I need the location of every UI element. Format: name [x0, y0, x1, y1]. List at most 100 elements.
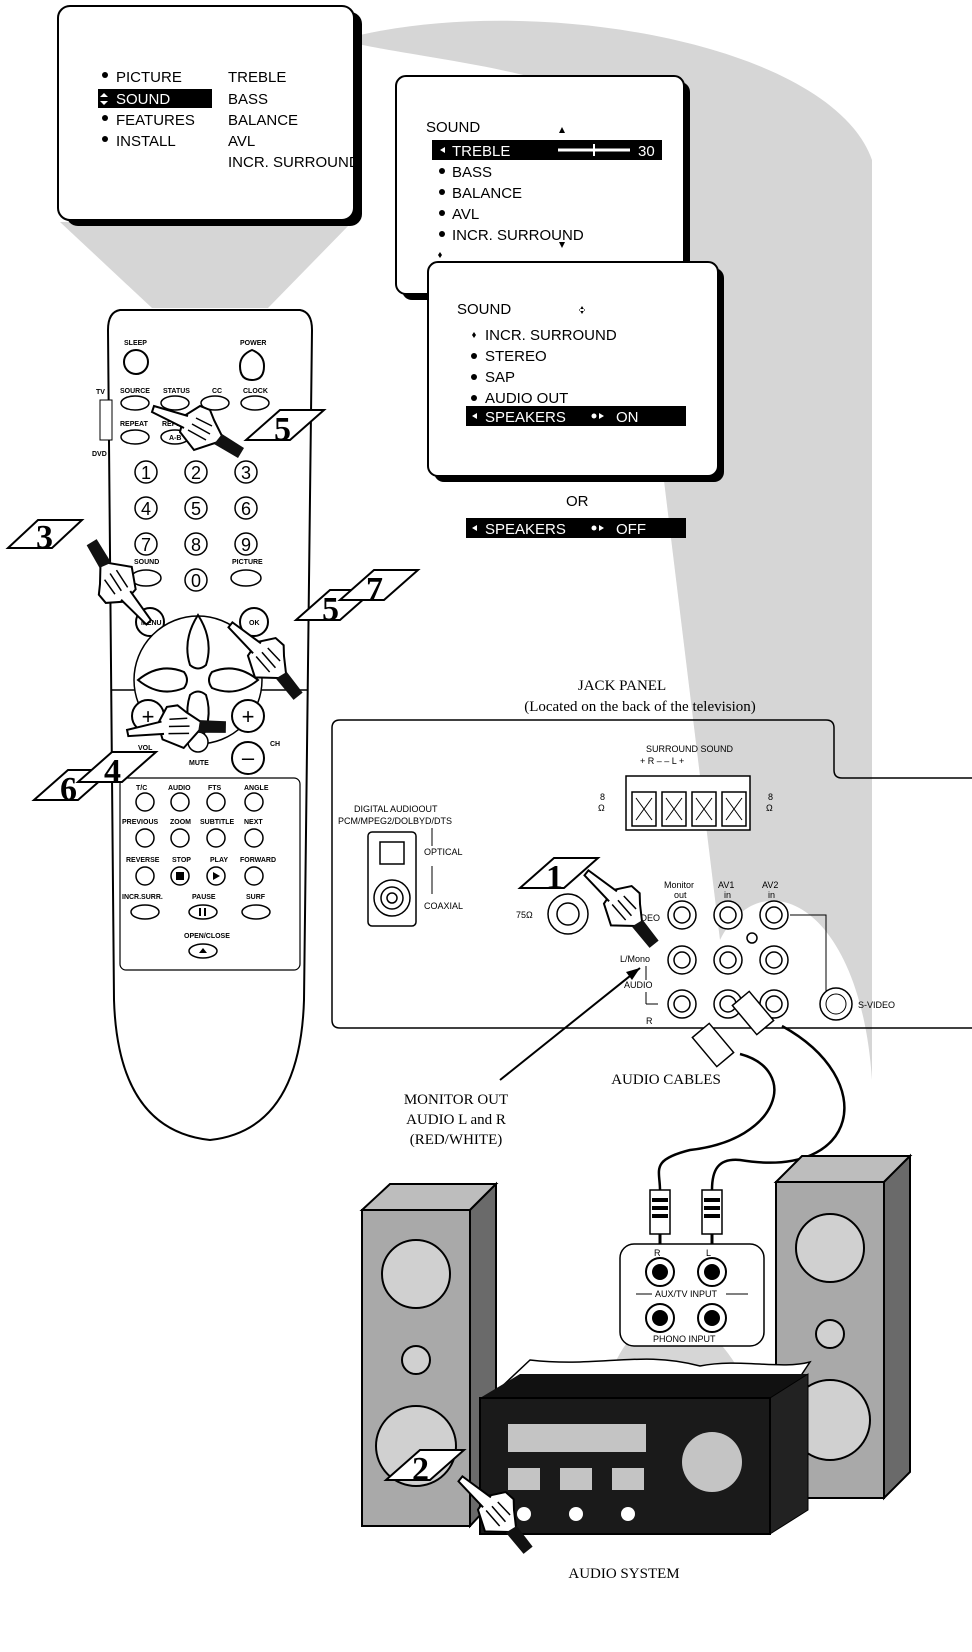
svg-text:AUX/TV INPUT: AUX/TV INPUT: [655, 1289, 718, 1299]
antenna-input: 75Ω: [516, 894, 588, 934]
svg-text:Monitor: Monitor: [664, 880, 694, 890]
svg-text:COAXIAL: COAXIAL: [424, 901, 463, 911]
svg-text:3: 3: [36, 519, 53, 556]
svg-text:PICTURE: PICTURE: [232, 559, 263, 566]
digital-audio-out: DIGITAL AUDIOOUT PCM/MPEG2/DOLBYD/DTS OP…: [338, 804, 463, 926]
svg-text:75Ω: 75Ω: [516, 910, 533, 920]
svg-text:5: 5: [322, 591, 339, 628]
step-1-marker: 1: [520, 858, 673, 950]
svg-text:CC: CC: [212, 388, 222, 395]
submenu-balance: BALANCE: [228, 112, 298, 129]
svg-text:L/Mono: L/Mono: [620, 954, 650, 964]
sound-menu-2-sap: SAP: [485, 369, 515, 386]
svg-text:VOL: VOL: [138, 745, 153, 752]
svg-text:PLAY: PLAY: [210, 857, 228, 864]
menu-item-features: FEATURES: [116, 112, 195, 129]
svg-text:8: 8: [768, 792, 773, 802]
svg-text:6: 6: [60, 771, 77, 808]
sound-menu-1-avl: AVL: [452, 206, 479, 223]
svg-text:2: 2: [412, 1451, 429, 1488]
svg-text:in: in: [724, 890, 731, 900]
svg-text:out: out: [674, 890, 687, 900]
svg-text:4: 4: [141, 499, 151, 519]
svg-text:CH: CH: [270, 741, 280, 748]
svg-text:1: 1: [141, 463, 151, 483]
svg-text:MUTE: MUTE: [189, 760, 209, 767]
optical-port: [380, 842, 404, 864]
svg-text:NEXT: NEXT: [244, 819, 263, 826]
svg-text:5: 5: [191, 499, 201, 519]
svg-text:PHONO INPUT: PHONO INPUT: [653, 1334, 716, 1344]
submenu-incr-surround: INCR. SURROUND: [228, 154, 360, 171]
svg-text:9: 9: [241, 535, 251, 555]
svg-text:R: R: [646, 1016, 653, 1026]
submenu-bass: BASS: [228, 91, 268, 108]
svg-text:POWER: POWER: [240, 340, 266, 347]
svg-text:FORWARD: FORWARD: [240, 857, 276, 864]
speakers-off-value: OFF: [616, 521, 646, 538]
speakers-off-bar: SPEAKERS OFF: [466, 518, 686, 538]
svg-text:SOUND: SOUND: [134, 559, 159, 566]
callout-arrow: [500, 968, 640, 1080]
status-button[interactable]: [161, 396, 189, 410]
svg-text:ANGLE: ANGLE: [244, 785, 269, 792]
repeat-button[interactable]: [121, 430, 149, 444]
svg-text:SURF: SURF: [246, 894, 266, 901]
sound-menu-1-title: SOUND: [426, 119, 480, 136]
sound-menu-1-treble: TREBLE: [452, 143, 510, 160]
jack-panel-title: JACK PANEL: [578, 678, 666, 694]
svg-text:OPEN/CLOSE: OPEN/CLOSE: [184, 933, 230, 940]
sound-menu-1-balance: BALANCE: [452, 185, 522, 202]
svg-text:Ω: Ω: [598, 803, 605, 813]
svg-text:AUDIO L and R: AUDIO L and R: [406, 1112, 506, 1128]
svg-text:2: 2: [191, 463, 201, 483]
svg-text:A-B: A-B: [169, 435, 181, 442]
submenu-avl: AVL: [228, 133, 255, 150]
sound-menu-2-screen: SOUND INCR. SURROUND STEREO SAP AUDIO OU…: [428, 262, 724, 482]
menu-item-install: INSTALL: [116, 133, 176, 150]
svg-text:in: in: [768, 890, 775, 900]
svg-text:AV1: AV1: [718, 880, 734, 890]
treble-value: 30: [638, 143, 655, 160]
svg-text:SURROUND SOUND: SURROUND SOUND: [646, 744, 734, 754]
svg-text:FTS: FTS: [208, 785, 222, 792]
speakers-on-value: ON: [616, 409, 639, 426]
dvd-row-4: INCR.SURR. PAUSE SURF: [122, 894, 270, 919]
svg-text:STOP: STOP: [172, 857, 191, 864]
svg-text:AV2: AV2: [762, 880, 778, 890]
svg-text:PAUSE: PAUSE: [192, 894, 216, 901]
svg-text:PREVIOUS: PREVIOUS: [122, 819, 159, 826]
svg-text:+: +: [242, 704, 255, 729]
sound-menu-1-bass: BASS: [452, 164, 492, 181]
svg-text:SOURCE: SOURCE: [120, 388, 150, 395]
clock-button[interactable]: [241, 396, 269, 410]
svg-text:ZOOM: ZOOM: [170, 819, 191, 826]
svg-text:5: 5: [274, 411, 291, 448]
or-label: OR: [566, 493, 589, 510]
svg-text:Ω: Ω: [766, 803, 773, 813]
svg-text:7: 7: [366, 571, 383, 608]
svg-text:8: 8: [191, 535, 201, 555]
picture-button[interactable]: [231, 570, 261, 586]
menu-item-picture: PICTURE: [116, 69, 182, 86]
svg-text:INCR.SURR.: INCR.SURR.: [122, 894, 163, 901]
source-button[interactable]: [121, 396, 149, 410]
stereo-receiver: [480, 1359, 810, 1534]
svg-text:REVERSE: REVERSE: [126, 857, 160, 864]
svg-text:REPEAT: REPEAT: [120, 421, 149, 428]
svg-text:CLOCK: CLOCK: [243, 388, 268, 395]
svg-text:6: 6: [241, 499, 251, 519]
svg-text:OK: OK: [249, 620, 260, 627]
power-button[interactable]: [240, 350, 264, 380]
sleep-button[interactable]: [124, 350, 148, 374]
audio-cables-label: AUDIO CABLES: [611, 1072, 721, 1088]
svg-text:7: 7: [141, 535, 151, 555]
dvd-label: DVD: [92, 451, 107, 458]
sound-menu-1-incr-surround: INCR. SURROUND: [452, 227, 584, 244]
menu-beam: [60, 222, 352, 308]
stereo-input-panel: R L AUX/TV INPUT PHONO INPUT: [620, 1244, 764, 1346]
submenu-treble: TREBLE: [228, 69, 286, 86]
svg-text:SPEAKERS: SPEAKERS: [485, 521, 566, 538]
menu-item-sound: SOUND: [116, 91, 170, 108]
